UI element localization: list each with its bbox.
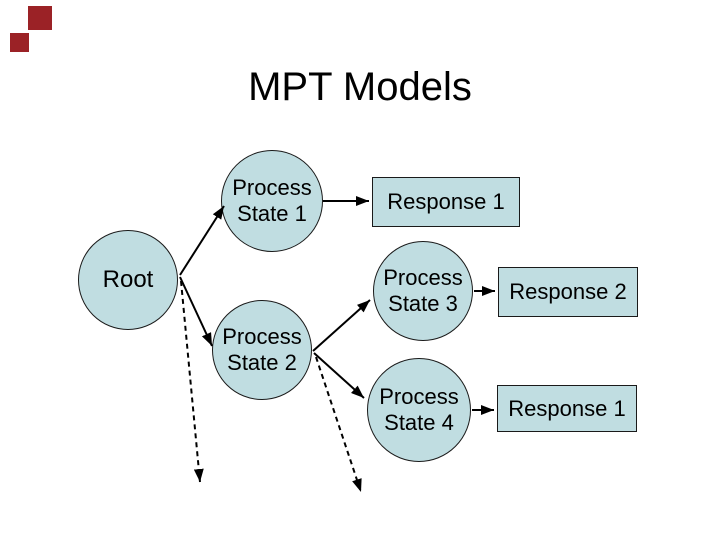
edge-root-dashed-down	[180, 280, 204, 483]
node-ps1-label-line2: State 1	[237, 201, 307, 226]
decor-red-square-small	[10, 33, 29, 52]
edge-root-to-ps1	[179, 205, 225, 276]
response-box-middle: Response 2	[498, 267, 638, 317]
node-ps2-label-line2: State 2	[227, 350, 297, 375]
node-root: Root	[78, 230, 178, 330]
node-process-state-1: Process State 1	[221, 150, 323, 252]
node-ps1-label-line1: Process	[232, 175, 312, 200]
node-process-state-4: Process State 4	[367, 358, 471, 462]
response-top-label: Response 1	[387, 189, 505, 214]
response-bottom-label: Response 1	[508, 395, 626, 421]
response-middle-label: Response 2	[509, 279, 627, 304]
edge-root-to-ps2	[179, 276, 213, 347]
node-process-state-2: Process State 2	[212, 300, 312, 400]
edge-ps2-to-ps3	[312, 299, 371, 352]
node-ps4-label-line2: State 4	[384, 410, 454, 435]
edge-ps2-to-ps4	[313, 352, 365, 399]
node-process-state-3: Process State 3	[373, 241, 473, 341]
decor-red-square-large	[28, 6, 52, 30]
response-box-top: Response 1	[372, 177, 520, 227]
edge-ps2-dashed-down	[315, 356, 362, 493]
response-box-bottom: Response 1	[497, 385, 637, 432]
node-ps2-label-line1: Process	[222, 324, 302, 349]
node-root-label: Root	[102, 266, 154, 293]
node-ps3-label-line2: State 3	[388, 291, 458, 316]
node-ps4-label-line1: Process	[379, 384, 459, 409]
node-ps3-label-line1: Process	[383, 265, 463, 290]
page-title: MPT Models	[248, 65, 472, 109]
